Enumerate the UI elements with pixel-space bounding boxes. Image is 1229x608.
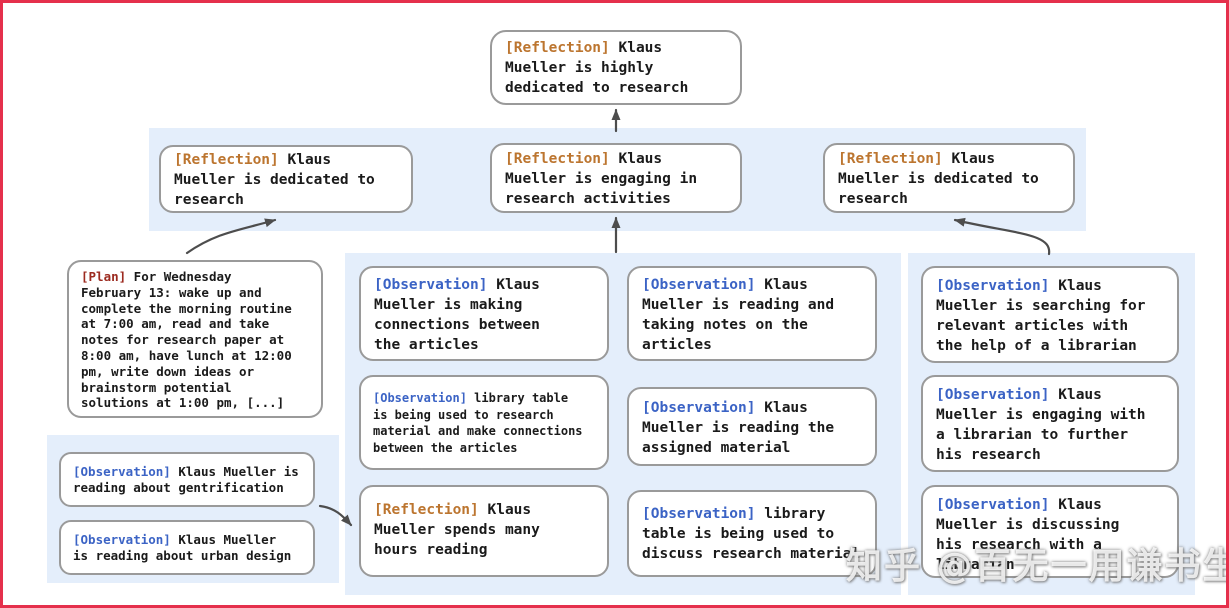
observation-tag: [Observation]: [642, 277, 756, 293]
observation-tag: [Observation]: [374, 277, 488, 293]
memory-node-observation-making-connections: [Observation] Klaus Mueller is making co…: [359, 266, 609, 361]
reflection-tag: [Reflection]: [374, 502, 479, 518]
node-text: library table is being used to discuss r…: [642, 506, 861, 562]
reflection-tag: [Reflection]: [838, 151, 943, 167]
node-text: Klaus Mueller is reading and taking note…: [642, 277, 835, 353]
reflection-tag: [Reflection]: [174, 152, 279, 168]
observation-tag: [Observation]: [642, 400, 756, 416]
node-text: Klaus Mueller is highly dedicated to res…: [505, 40, 689, 96]
node-text: Klaus Mueller is reading about urban des…: [73, 532, 292, 563]
plan-tag: [Plan]: [81, 269, 127, 284]
node-text: For Wednesday February 13: wake up and c…: [81, 269, 292, 411]
observation-tag: [Observation]: [73, 532, 171, 547]
memory-node-reflection-left: [Reflection] Klaus Mueller is dedicated …: [159, 145, 413, 213]
reflection-tag: [Reflection]: [505, 40, 610, 56]
reflection-tag: [Reflection]: [505, 151, 610, 167]
node-text: Klaus Mueller is reading about gentrific…: [73, 464, 299, 495]
memory-node-reflection-middle: [Reflection] Klaus Mueller is engaging i…: [490, 143, 742, 213]
memory-node-plan: [Plan] For Wednesday February 13: wake u…: [67, 260, 323, 418]
memory-node-observation-library-table-discuss: [Observation] library table is being use…: [627, 490, 877, 577]
node-text: Klaus Mueller is reading the assigned ma…: [642, 400, 835, 456]
node-text: Klaus Mueller is dedicated to research: [174, 152, 375, 208]
node-text: Klaus Mueller is engaging with a librari…: [936, 387, 1146, 463]
observation-tag: [Observation]: [73, 464, 171, 479]
memory-node-root-reflection: [Reflection] Klaus Mueller is highly ded…: [490, 30, 742, 105]
observation-tag: [Observation]: [373, 391, 467, 405]
node-text: Klaus Mueller is dedicated to research: [838, 151, 1039, 207]
memory-node-reflection-hours-reading: [Reflection] Klaus Mueller spends many h…: [359, 485, 609, 577]
node-text: Klaus Mueller is engaging in research ac…: [505, 151, 698, 207]
node-text: Klaus Mueller is making connections betw…: [374, 277, 540, 353]
memory-node-observation-taking-notes: [Observation] Klaus Mueller is reading a…: [627, 266, 877, 361]
memory-node-observation-library-table-research: [Observation] library table is being use…: [359, 375, 609, 470]
memory-node-observation-searching-articles: [Observation] Klaus Mueller is searching…: [921, 266, 1179, 363]
memory-node-observation-urban-design: [Observation] Klaus Mueller is reading a…: [59, 520, 315, 575]
observation-tag: [Observation]: [936, 497, 1050, 513]
memory-node-reflection-right: [Reflection] Klaus Mueller is dedicated …: [823, 143, 1075, 213]
node-text: Klaus Mueller is discussing his research…: [936, 497, 1120, 573]
node-text: Klaus Mueller spends many hours reading: [374, 502, 540, 558]
memory-node-observation-gentrification: [Observation] Klaus Mueller is reading a…: [59, 452, 315, 507]
node-text: library table is being used to research …: [373, 391, 583, 455]
observation-tag: [Observation]: [936, 278, 1050, 294]
node-text: Klaus Mueller is searching for relevant …: [936, 278, 1146, 354]
memory-node-observation-assigned-material: [Observation] Klaus Mueller is reading t…: [627, 387, 877, 466]
memory-node-observation-discussing-research: [Observation] Klaus Mueller is discussin…: [921, 485, 1179, 578]
observation-tag: [Observation]: [642, 506, 756, 522]
observation-tag: [Observation]: [936, 387, 1050, 403]
memory-node-observation-engaging-librarian: [Observation] Klaus Mueller is engaging …: [921, 375, 1179, 472]
